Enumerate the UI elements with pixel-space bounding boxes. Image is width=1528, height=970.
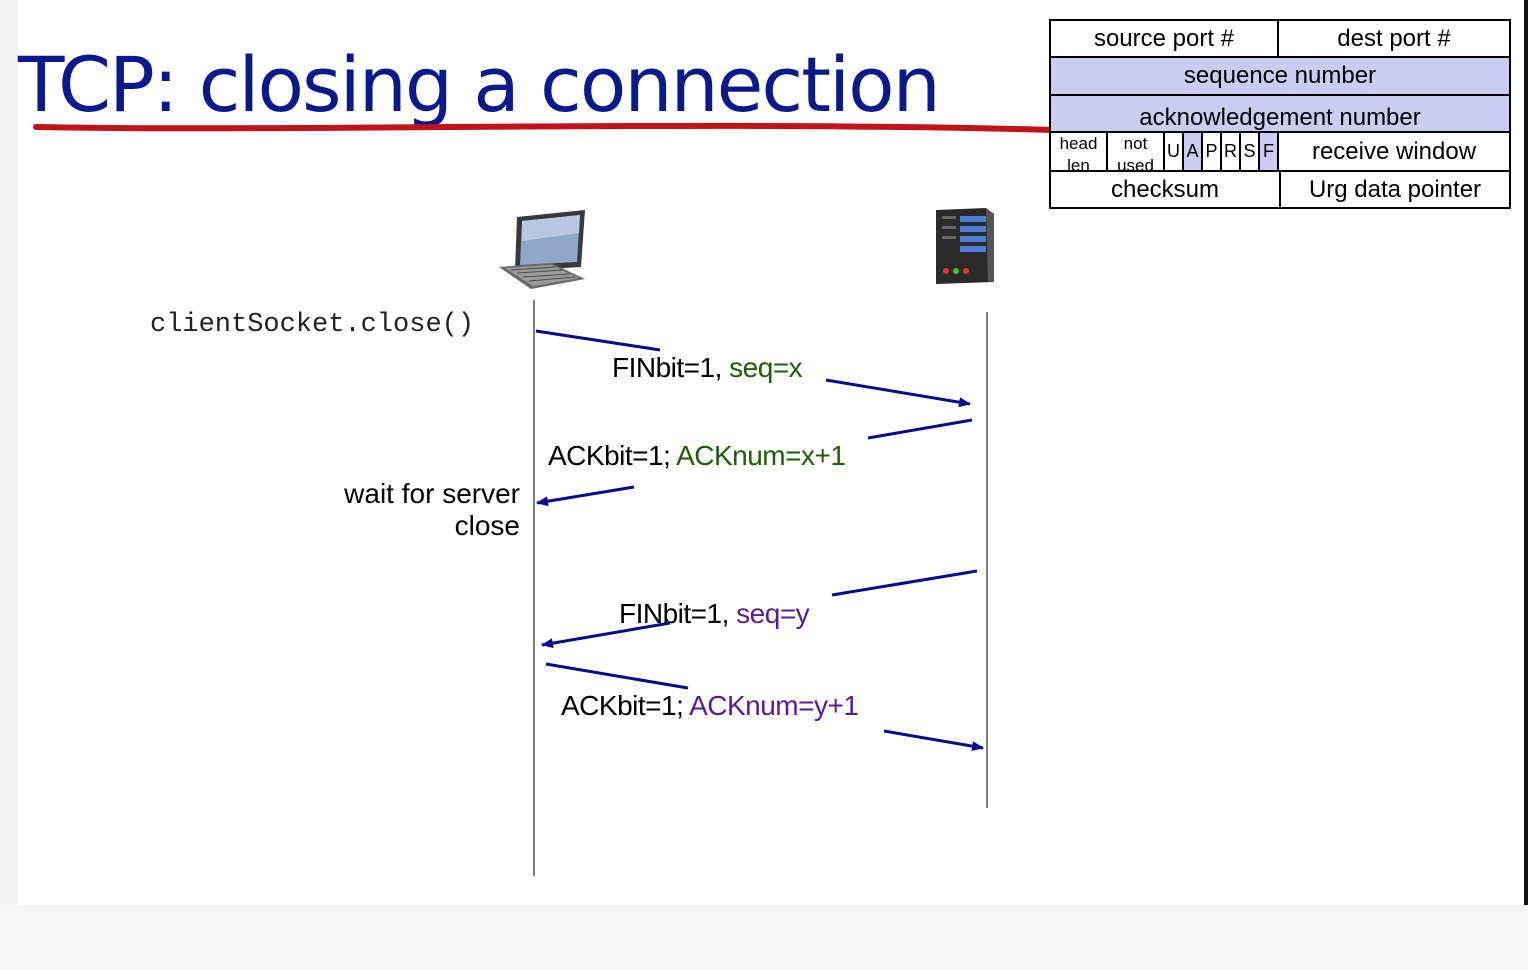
not-used-cell: not used [1108, 133, 1163, 170]
fin-x-label: FINbit=1, seq=x [612, 352, 803, 384]
ack-y-label-num: ACKnum=y+1 [689, 690, 859, 721]
row-divider [1051, 94, 1509, 96]
col-divider [1106, 133, 1108, 170]
fin-x-label-seq: seq=x [729, 352, 803, 383]
ack-x-label-black: ACKbit=1; [548, 440, 677, 471]
slide-right-border [1524, 0, 1528, 905]
row-divider [1051, 170, 1509, 172]
row-divider [1051, 56, 1509, 58]
wait-line-2: close [454, 510, 520, 541]
dest-port-cell: dest port # [1337, 24, 1451, 52]
left-margin-strip [0, 0, 18, 970]
not-used-label: not used [1117, 134, 1154, 170]
ack-x-label: ACKbit=1; ACKnum=x+1 [548, 440, 846, 472]
slide-title: TCP: closing a connection [18, 40, 941, 129]
bottom-margin-strip [0, 905, 1528, 970]
fin-y-label: FINbit=1, seq=y [619, 598, 810, 630]
col-divider [1201, 133, 1203, 170]
col-divider [1277, 21, 1279, 56]
sequence-number-cell: sequence number [1051, 58, 1509, 94]
flag-p: P [1205, 141, 1218, 161]
row-divider [1051, 131, 1509, 133]
flag-u: U [1167, 141, 1180, 161]
title-underline [33, 122, 1059, 133]
ack-y-arrow [545, 662, 984, 752]
checksum-cell: checksum [1110, 175, 1220, 203]
flag-f: F [1260, 133, 1277, 170]
fin-y-label-black: FINbit=1, [619, 598, 737, 629]
urg-data-pointer-cell: Urg data pointer [1308, 175, 1482, 203]
receive-window-cell: receive window [1311, 137, 1477, 165]
ack-x-label-num: ACKnum=x+1 [676, 440, 846, 471]
fin-y-label-seq: seq=y [736, 598, 810, 629]
flag-r: R [1224, 141, 1237, 161]
col-divider [1220, 133, 1222, 170]
col-divider [1182, 133, 1184, 170]
desktop-computer-icon [499, 210, 585, 289]
col-divider [1277, 133, 1279, 170]
acknowledgement-number-cell: acknowledgement number [1051, 96, 1509, 131]
fin-x-label-black: FINbit=1, [612, 352, 730, 383]
fin-y-arrow [541, 569, 978, 649]
server-tower-icon [936, 208, 994, 284]
flag-s: S [1243, 141, 1256, 161]
wait-line-1: wait for server [344, 478, 520, 509]
ack-x-arrow [536, 418, 973, 507]
col-divider [1239, 133, 1241, 170]
flag-a: A [1184, 133, 1201, 170]
client-close-call: clientSocket.close() [150, 310, 475, 340]
head-len-label: head len [1059, 134, 1098, 170]
ack-y-label-black: ACKbit=1; [561, 690, 690, 721]
client-wait-state: wait for server close [300, 478, 520, 542]
head-len-cell: head len [1051, 133, 1106, 170]
fin-x-arrow [535, 329, 971, 408]
col-divider [1279, 172, 1281, 207]
tcp-segment-header: source port # dest port # sequence numbe… [1049, 19, 1511, 209]
source-port-cell: source port # [1093, 24, 1235, 52]
col-divider [1258, 133, 1260, 170]
col-divider [1163, 133, 1165, 170]
ack-y-label: ACKbit=1; ACKnum=y+1 [561, 690, 859, 722]
